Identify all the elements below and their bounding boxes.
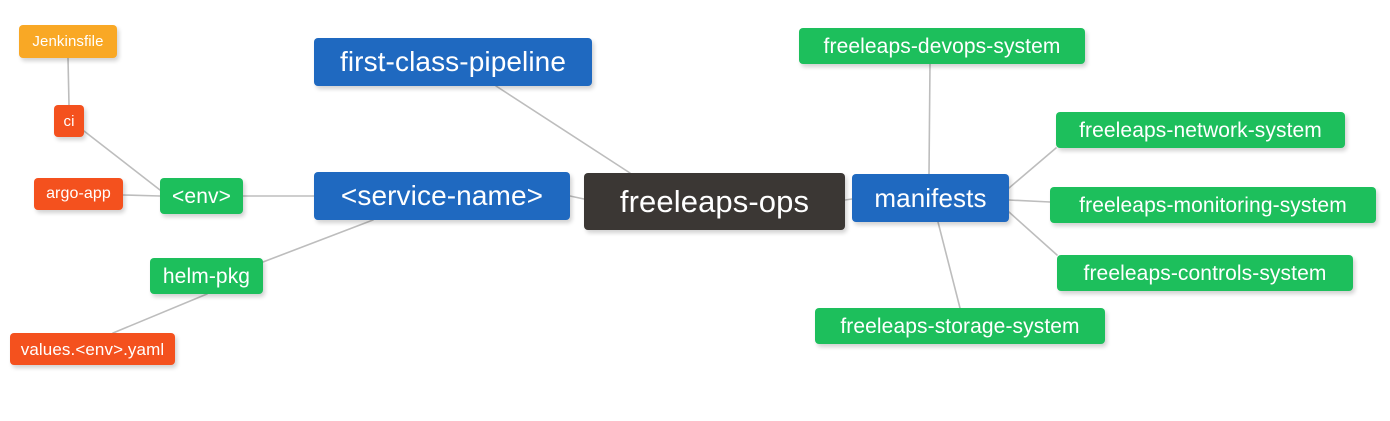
edge-freeleaps-ops-to-manifests (844, 198, 853, 201)
node-freeleaps-network-system[interactable]: freeleaps-network-system (1056, 112, 1345, 148)
node-label-manifests: manifests (874, 183, 987, 213)
node-ci[interactable]: ci (54, 105, 84, 137)
edge-values-env-yaml-to-helm-pkg (112, 293, 208, 334)
edge-helm-pkg-to-service-name (262, 219, 374, 263)
node-manifests[interactable]: manifests (852, 174, 1009, 222)
node-label-argo-app: argo-app (46, 185, 111, 202)
node-service-name[interactable]: <service-name> (314, 172, 570, 220)
edge-manifests-to-freeleaps-devops-system (928, 63, 931, 175)
node-values-env-yaml[interactable]: values.<env>.yaml (10, 333, 175, 365)
node-freeleaps-monitoring-system[interactable]: freeleaps-monitoring-system (1050, 187, 1376, 223)
node-label-values-env-yaml: values.<env>.yaml (20, 339, 165, 359)
edge-jenkinsfile-to-ci (67, 57, 70, 106)
node-label-freeleaps-monitoring-system: freeleaps-monitoring-system (1079, 193, 1347, 217)
edge-argo-app-to-env (122, 194, 161, 197)
node-jenkinsfile[interactable]: Jenkinsfile (19, 25, 117, 58)
node-argo-app[interactable]: argo-app (34, 178, 123, 210)
node-label-freeleaps-network-system: freeleaps-network-system (1079, 118, 1322, 142)
node-label-service-name: <service-name> (340, 180, 544, 211)
node-label-first-class-pipeline: first-class-pipeline (339, 46, 567, 77)
node-label-freeleaps-devops-system: freeleaps-devops-system (823, 34, 1061, 58)
node-first-class-pipeline[interactable]: first-class-pipeline (314, 38, 592, 86)
edge-service-name-to-freeleaps-ops (569, 195, 585, 200)
edge-manifests-to-freeleaps-monitoring-system (1008, 199, 1051, 203)
node-label-helm-pkg: helm-pkg (162, 264, 251, 288)
node-freeleaps-devops-system[interactable]: freeleaps-devops-system (799, 28, 1085, 64)
node-label-ci: ci (63, 112, 75, 130)
node-label-freeleaps-storage-system: freeleaps-storage-system (840, 314, 1080, 338)
node-freeleaps-controls-system[interactable]: freeleaps-controls-system (1057, 255, 1353, 291)
node-label-env: <env> (172, 184, 231, 208)
node-label-freeleaps-controls-system: freeleaps-controls-system (1083, 261, 1327, 285)
node-freeleaps-ops[interactable]: freeleaps-ops (584, 173, 845, 230)
edge-first-class-pipeline-to-freeleaps-ops (495, 85, 631, 174)
node-helm-pkg[interactable]: helm-pkg (150, 258, 263, 294)
node-env[interactable]: <env> (160, 178, 243, 214)
edge-manifests-to-freeleaps-network-system (1008, 147, 1057, 189)
node-label-freeleaps-ops: freeleaps-ops (619, 184, 810, 219)
node-label-jenkinsfile: Jenkinsfile (32, 33, 104, 50)
node-freeleaps-storage-system[interactable]: freeleaps-storage-system (815, 308, 1105, 344)
edge-manifests-to-freeleaps-storage-system (937, 221, 961, 309)
